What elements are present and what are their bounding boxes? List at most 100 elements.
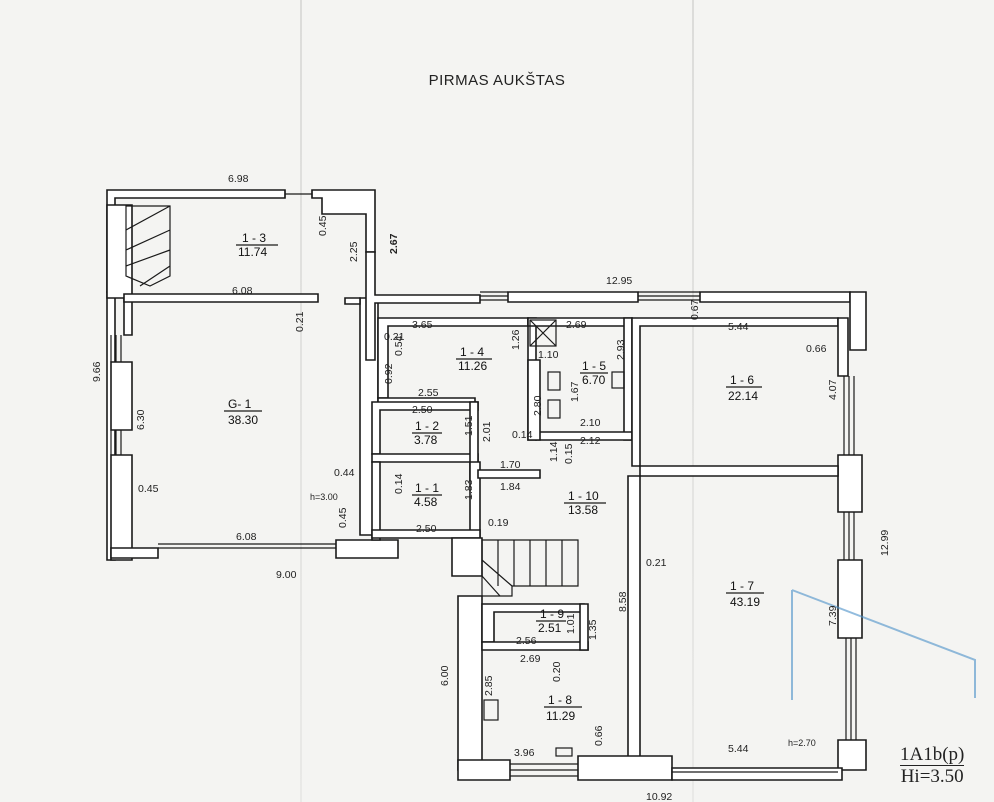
stairs [125, 205, 579, 597]
room-11-area: 4.58 [414, 495, 438, 509]
dim-021c: 0.21 [646, 557, 667, 569]
wall-west-pier2 [110, 454, 133, 561]
wall-east-pier2 [837, 559, 863, 639]
dim-014a: 0.14 [512, 429, 533, 441]
dim-608a: 6.08 [232, 285, 253, 297]
shaft-cross [529, 319, 557, 347]
room-12-id: 1 - 2 [415, 419, 439, 433]
stair-13 [125, 205, 171, 287]
room-11-id: 1 - 1 [415, 481, 439, 495]
room-110-area: 13.58 [568, 503, 598, 517]
wall-west-pier1 [110, 361, 133, 431]
dim-092: 0.92 [383, 363, 395, 384]
window-east-17 [843, 512, 855, 560]
wall-15-left [527, 359, 541, 441]
toilet-1 [547, 371, 561, 391]
wall-garage-top [123, 293, 319, 303]
room-g1-area: 38.30 [228, 413, 258, 427]
wall-16-right [837, 317, 849, 377]
dim-600: 6.00 [439, 665, 451, 686]
height-300: h=3.00 [310, 492, 338, 502]
fixtures [483, 319, 625, 757]
wall-stair-left [451, 537, 483, 577]
floor-title: PIRMAS AUKŠTAS [428, 72, 566, 89]
room-15-area: 6.70 [582, 373, 606, 387]
dim-126: 1.26 [510, 329, 522, 350]
wall-15-right [623, 317, 633, 441]
dim-966: 9.66 [91, 361, 103, 382]
room-18-area: 11.29 [546, 709, 575, 723]
dim-212: 2.12 [580, 435, 601, 447]
dim-1295: 12.95 [606, 275, 632, 287]
dim-054: 0.54 [393, 335, 405, 356]
dim-135: 1.35 [587, 619, 599, 640]
stamp-height: Hi=3.50 [900, 765, 965, 787]
room-16-id: 1 - 6 [730, 373, 754, 387]
sink-18 [483, 699, 499, 721]
room-g1-id: G- 1 [228, 397, 252, 411]
walls [106, 189, 867, 781]
dim-250b: 2.50 [416, 523, 437, 535]
wall-south-17 [671, 767, 843, 781]
window-north-14 [480, 291, 508, 301]
wall-11-left [371, 461, 381, 541]
dim-201: 2.01 [481, 421, 493, 442]
room-19-id: 1 - 9 [540, 607, 564, 621]
wall-north-mid [311, 189, 376, 253]
garage-gate [158, 543, 336, 549]
wall-east-top [849, 291, 867, 351]
dim-544b: 5.44 [728, 743, 749, 755]
dim-210: 2.10 [580, 417, 601, 429]
dim-045b: 0.45 [138, 483, 159, 495]
dimensions: 6.98 0.45 2.25 2.67 6.08 0.21 9.66 6.30 … [91, 173, 891, 802]
dim-1299: 12.99 [879, 530, 891, 556]
window-north-13 [284, 190, 313, 198]
paper-fold-left [300, 0, 302, 802]
dim-183: 1.83 [463, 479, 475, 500]
wall-12-bottom [371, 453, 479, 463]
dim-407: 4.07 [827, 379, 839, 400]
wall-north-center [365, 251, 481, 361]
dim-267: 2.67 [388, 233, 400, 254]
dim-269a: 2.69 [566, 319, 587, 331]
dim-020: 0.20 [551, 661, 563, 682]
room-17-id: 1 - 7 [730, 579, 754, 593]
dim-184: 1.84 [500, 481, 521, 493]
classification-stamp: 1A1b(p) Hi=3.50 [900, 744, 965, 787]
shaft [529, 319, 557, 347]
dim-698: 6.98 [228, 173, 249, 185]
dim-293: 2.93 [615, 339, 627, 360]
wall-south-center [577, 755, 673, 781]
wall-19-right [579, 603, 589, 651]
dim-167: 1.67 [569, 381, 581, 402]
dim-250a: 2.50 [412, 404, 433, 416]
wall-north-east [699, 291, 851, 303]
dim-045a: 0.45 [317, 215, 329, 236]
dim-280: 2.80 [532, 395, 544, 416]
dim-151: 1.51 [463, 415, 475, 436]
dim-021b: 0.21 [384, 331, 405, 343]
room-18-id: 1 - 8 [548, 693, 572, 707]
dim-019: 0.19 [488, 517, 509, 529]
dim-045c: 0.45 [337, 507, 349, 528]
dim-365: 3.65 [412, 319, 433, 331]
wall-garage-bottom-right [335, 539, 399, 559]
dim-900: 9.00 [276, 569, 297, 581]
dim-015: 0.15 [563, 443, 575, 464]
room-13-area: 11.74 [238, 245, 267, 259]
window-west-g1 [110, 335, 122, 362]
dim-066b: 0.66 [593, 725, 605, 746]
dim-544a: 5.44 [728, 321, 749, 333]
wall-east-corner [837, 739, 867, 771]
wall-18-left [457, 595, 483, 771]
room-19-area: 2.51 [538, 621, 562, 635]
window-east-16 [843, 376, 855, 455]
window-east-17b [845, 638, 857, 740]
room-16-area: 22.14 [728, 389, 758, 403]
stamp-code: 1A1b(p) [900, 744, 965, 765]
dim-739: 7.39 [827, 605, 839, 626]
stove-18 [555, 747, 573, 757]
dim-255: 2.55 [418, 387, 439, 399]
dim-396: 3.96 [514, 747, 535, 759]
